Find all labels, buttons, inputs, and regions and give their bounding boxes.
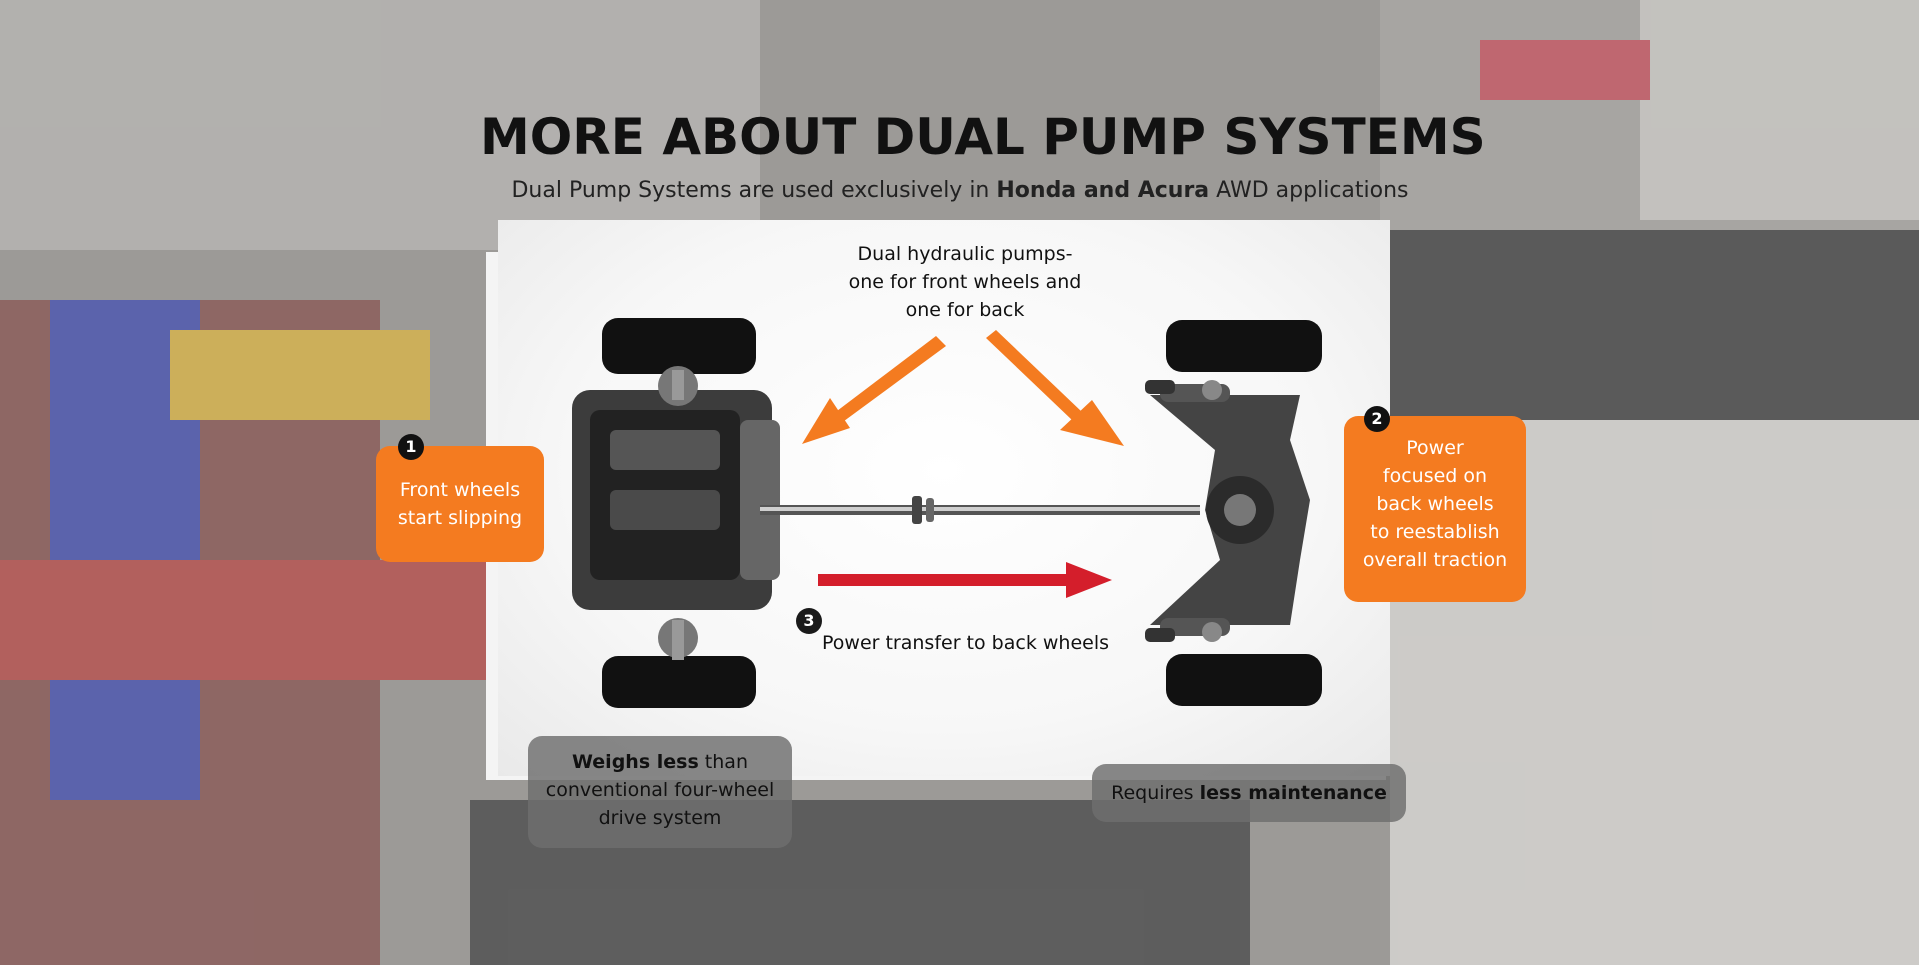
pump-note-line: one for front wheels and [830,268,1100,296]
front-right-wheel [602,656,756,708]
pump-arrow-rear [986,330,1124,446]
callout-line: Front wheels [376,476,544,504]
pump-arrow-front [802,336,946,444]
callout-line: Power [1344,434,1526,462]
step-number-3: 3 [796,608,822,634]
callout-back-wheels: Power focused on back wheels to reestabl… [1344,416,1526,602]
dual-pump-note: Dual hydraulic pumps- one for front whee… [830,240,1100,324]
pump-note-line: Dual hydraulic pumps- [830,240,1100,268]
rear-left-wheel [1166,320,1322,372]
benefit-line: Weighs less than [528,748,792,776]
power-transfer-label: Power transfer to back wheels [822,632,1122,654]
benefit-line: conventional four-wheel [528,776,792,804]
benefit-text: than [699,751,748,773]
power-transfer-arrow [818,562,1112,598]
callout-line: start slipping [376,504,544,532]
step-number-1: 1 [398,434,424,460]
front-left-wheel [602,318,756,374]
driveshaft [760,496,1200,524]
benefit-less-maintenance: Requires less maintenance [1092,764,1406,822]
step-number-2: 2 [1364,406,1390,432]
callout-line: overall traction [1344,546,1526,574]
benefit-line: drive system [528,804,792,832]
pump-note-line: one for back [830,296,1100,324]
engine-assembly [572,366,780,660]
benefit-text: Requires [1111,782,1199,804]
callout-line: to reestablish [1344,518,1526,546]
benefit-weighs-less: Weighs less than conventional four-wheel… [528,736,792,848]
callout-front-wheels: Front wheels start slipping [376,446,544,562]
benefit-bold: less maintenance [1200,782,1387,804]
benefit-bold: Weighs less [572,751,699,773]
callout-line: back wheels [1344,490,1526,518]
callout-line: focused on [1344,462,1526,490]
rear-right-wheel [1166,654,1322,706]
